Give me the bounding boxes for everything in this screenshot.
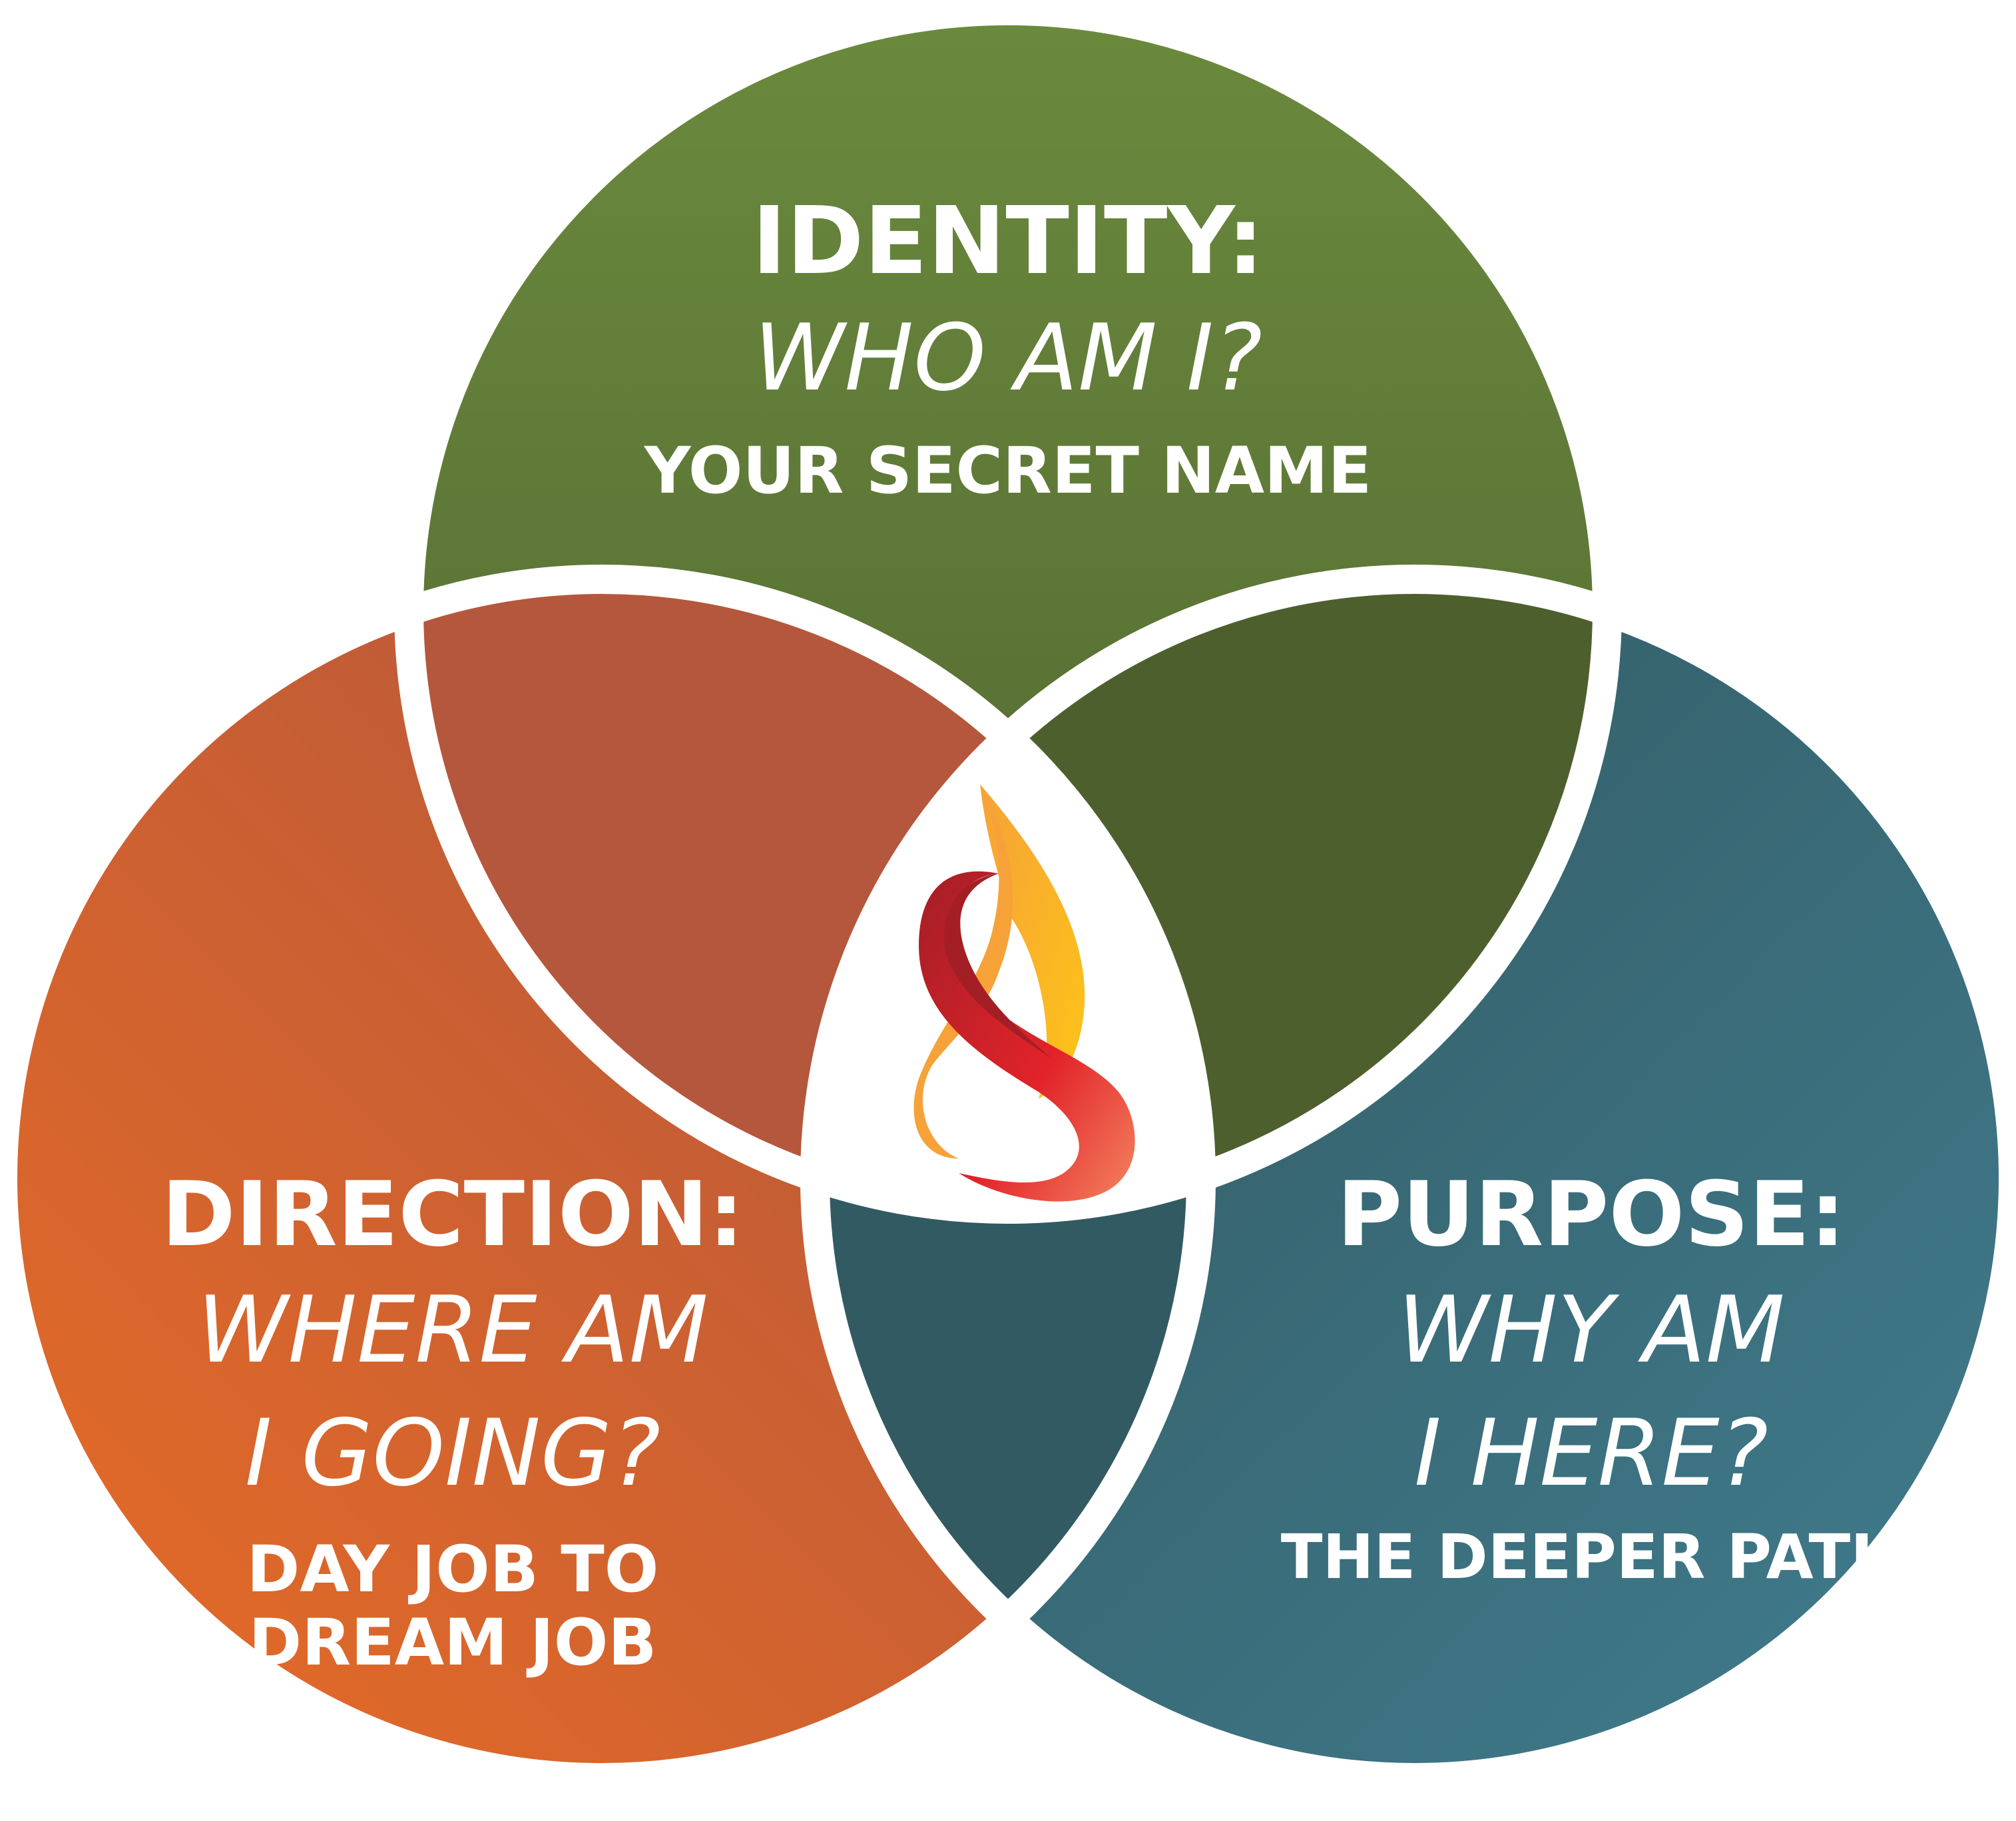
identity-subtitle: YOUR SECRET NAME: [644, 433, 1372, 508]
direction-heading: DIRECTION:: [161, 1163, 744, 1266]
direction-subtitle-line2: DREAM JOB: [249, 1605, 657, 1680]
flame-logo-icon: [913, 784, 1135, 1202]
identity-heading: IDENTITY:: [752, 187, 1264, 296]
direction-subtitle-line1: DAY JOB TO: [247, 1532, 659, 1607]
identity-label: IDENTITY: WHO AM I? YOUR SECRET NAME: [644, 187, 1372, 508]
direction-question-line1: WHERE AM: [197, 1276, 708, 1384]
purpose-subtitle: THE DEEPER PATH: [1281, 1521, 1902, 1593]
purpose-heading: PURPOSE:: [1337, 1163, 1846, 1266]
identity-question: WHO AM I?: [754, 304, 1262, 411]
purpose-label: PURPOSE: WHY AM I HERE? THE DEEPER PATH: [1281, 1163, 1902, 1593]
direction-label: DIRECTION: WHERE AM I GOING? DAY JOB TO …: [161, 1163, 744, 1680]
purpose-question-line2: I HERE?: [1414, 1400, 1768, 1507]
purpose-question-line1: WHY AM: [1397, 1276, 1785, 1384]
direction-question-line2: I GOING?: [245, 1400, 660, 1507]
